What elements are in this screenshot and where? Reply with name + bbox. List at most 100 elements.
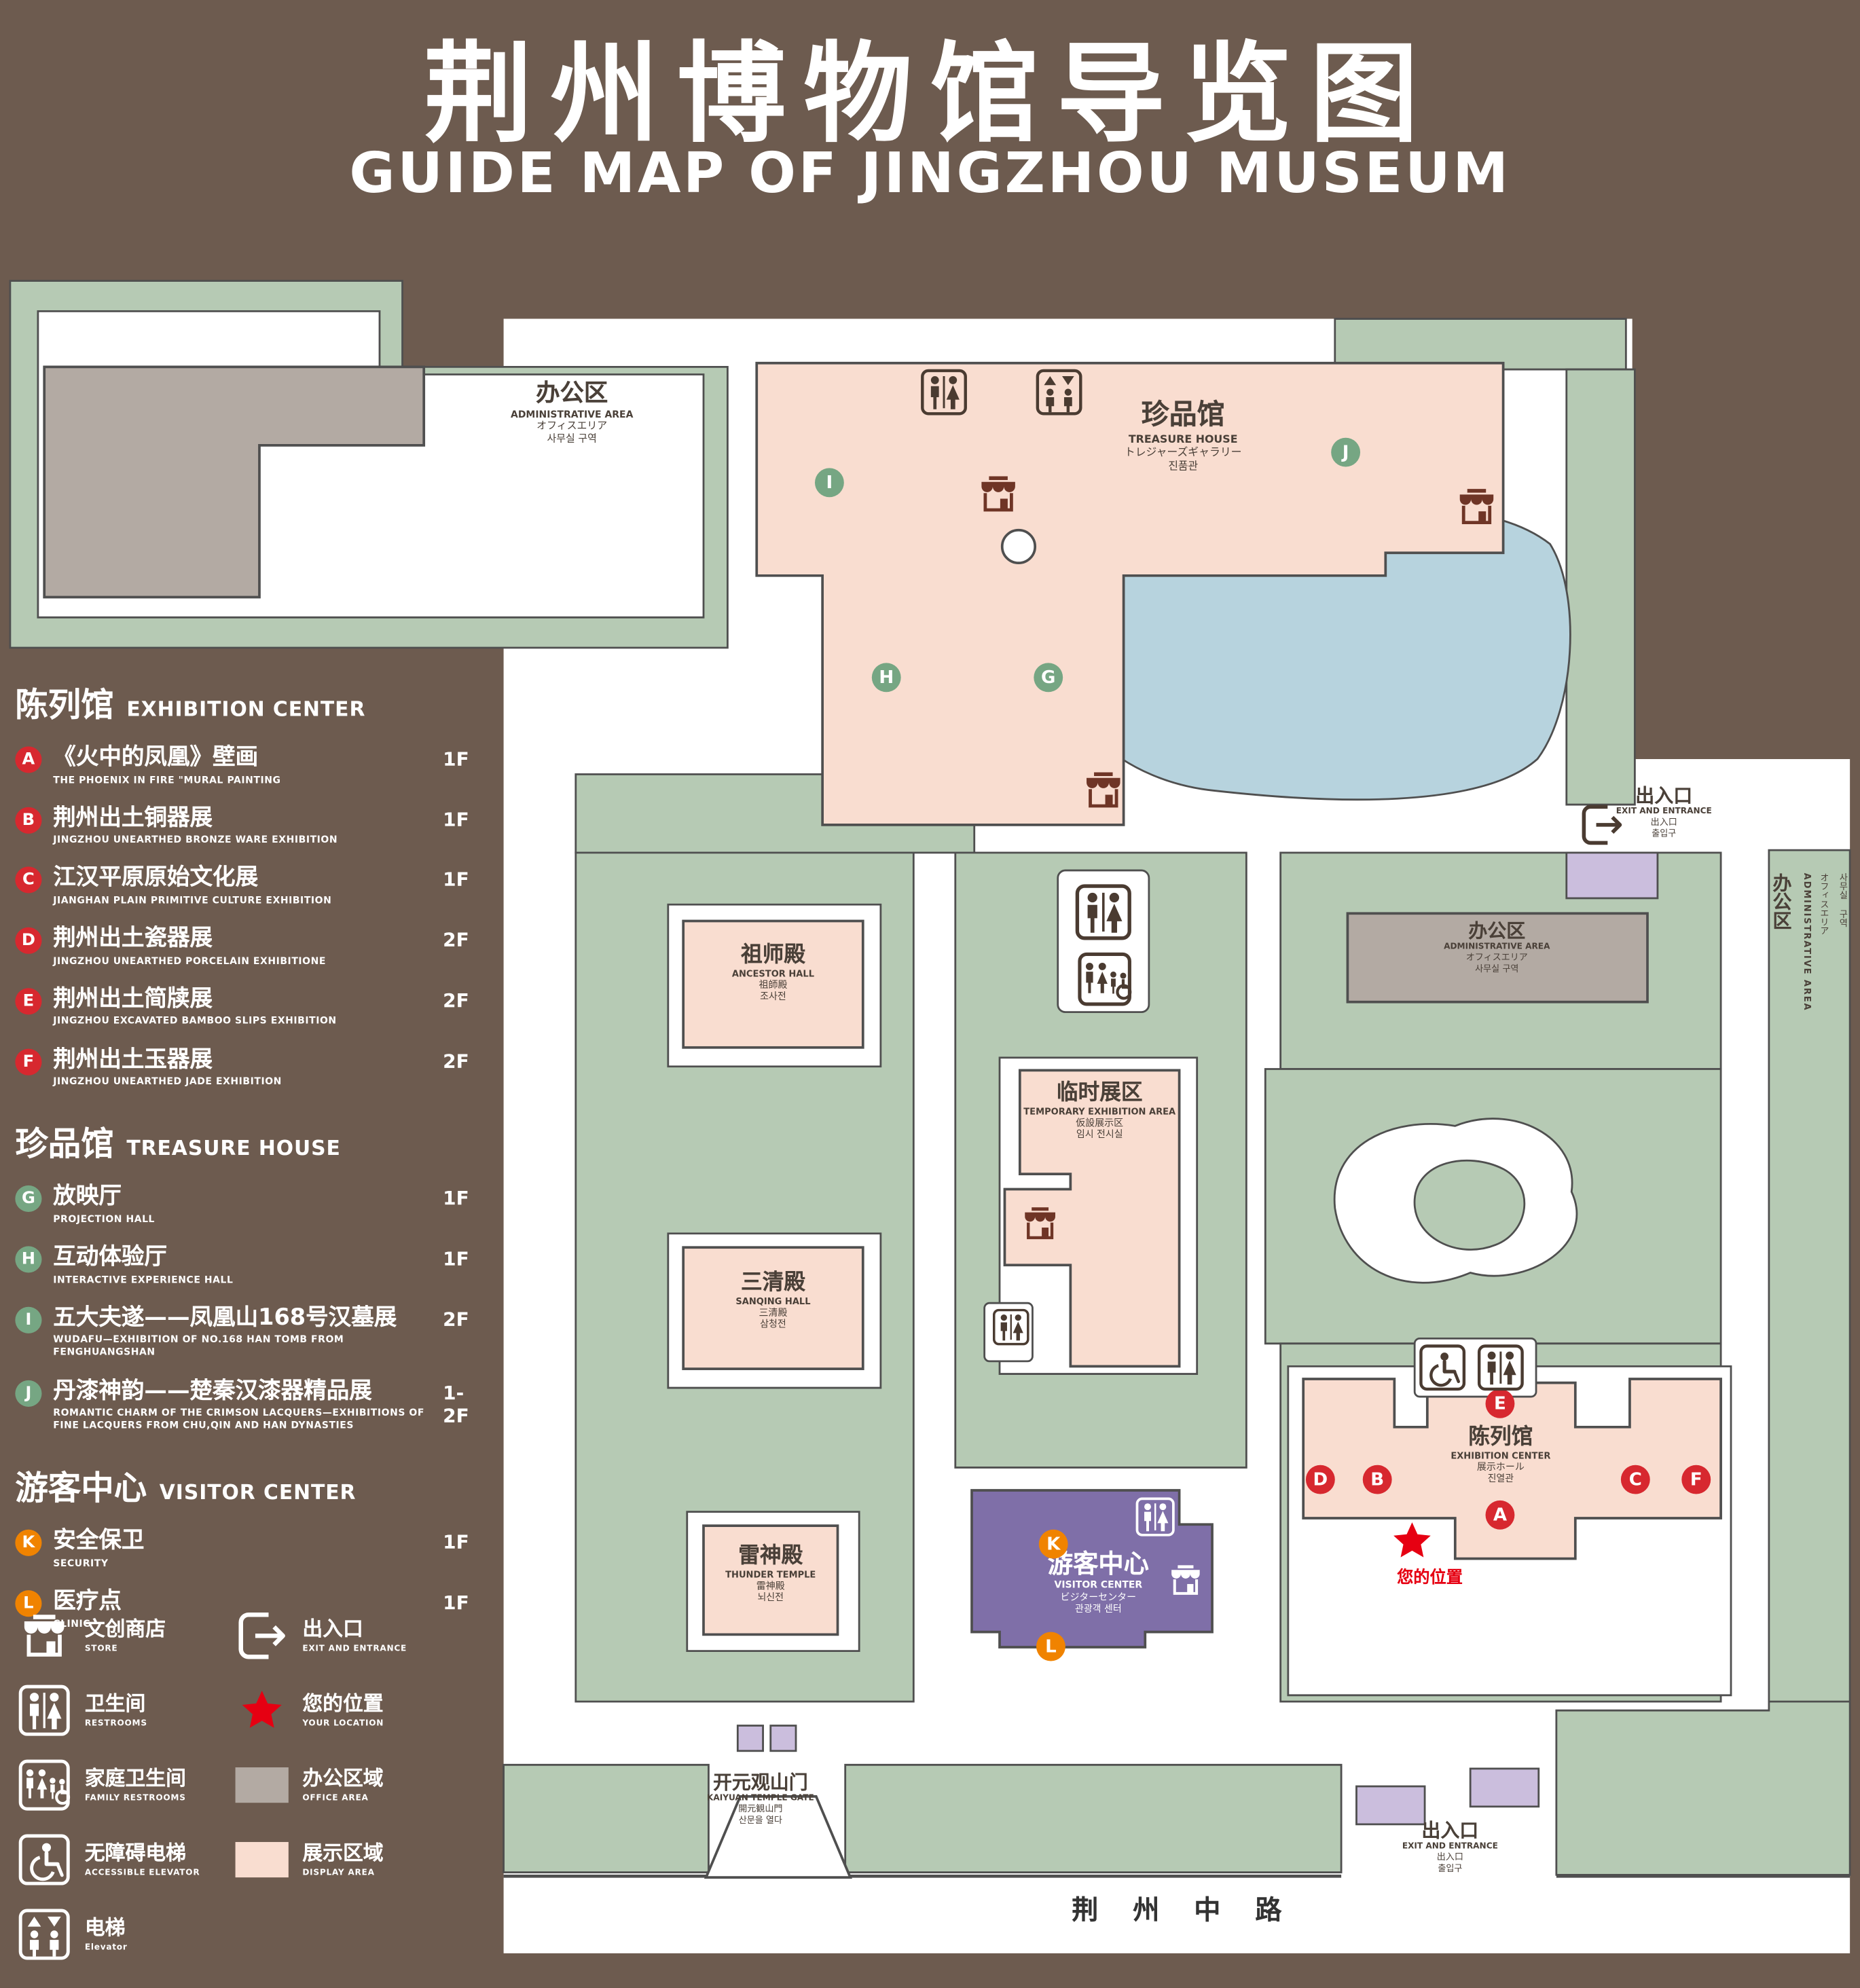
page-subtitle: GUIDE MAP OF JINGZHOU MUSEUM bbox=[349, 141, 1511, 206]
your-location-star-icon bbox=[236, 1684, 289, 1737]
marker-K: K bbox=[15, 1530, 42, 1557]
map-marker-B: B bbox=[1362, 1465, 1392, 1494]
building-sanqing-hall bbox=[682, 1246, 864, 1370]
list-item-K: K 安全保卫 SECURITY 1F bbox=[15, 1528, 488, 1570]
item-zh: 荆州出土简牍展 bbox=[53, 985, 213, 1012]
item-zh: 五大夫遂——凤凰山168号汉墓展 bbox=[53, 1304, 397, 1331]
building-admin-east bbox=[1346, 912, 1649, 1004]
map-marker-C: C bbox=[1620, 1465, 1650, 1494]
store-icon bbox=[1080, 771, 1126, 810]
item-floor: 1F bbox=[443, 868, 469, 891]
item-floor: 2F bbox=[443, 1308, 469, 1331]
map-marker-K: K bbox=[1038, 1529, 1068, 1559]
restrooms-icon bbox=[920, 368, 968, 416]
marker-J: J bbox=[15, 1380, 42, 1407]
list-item-D: D 荆州出土瓷器展 JINGZHOU UNEARTHED PORCELAIN E… bbox=[15, 925, 488, 968]
marker-B: B bbox=[15, 807, 42, 834]
item-zh: 丹漆神韵——楚秦汉漆器精品展 bbox=[53, 1377, 372, 1404]
store-icon bbox=[18, 1609, 71, 1662]
item-en: ROMANTIC CHARM OF THE CRIMSON LACQUERS—E… bbox=[53, 1407, 424, 1431]
restrooms-icon bbox=[1135, 1496, 1175, 1537]
lawn-southeast-corner bbox=[1555, 1700, 1851, 1876]
item-en: JINGZHOU EXCAVATED BAMBOO SLIPS EXHIBITI… bbox=[53, 1015, 337, 1027]
list-item-A: A 《火中的凤凰》壁画 THE PHOENIX IN FIRE "MURAL P… bbox=[15, 744, 488, 787]
marker-A: A bbox=[15, 746, 42, 773]
item-floor: 1F bbox=[443, 1187, 469, 1210]
restrooms-icon bbox=[1476, 1344, 1525, 1392]
list-item-I: I 五大夫遂——凤凰山168号汉墓展 WUDAFU—EXHIBITION OF … bbox=[15, 1304, 488, 1360]
exit-icon bbox=[236, 1609, 289, 1662]
gate-pad-south-2 bbox=[1469, 1767, 1540, 1808]
section-title-zh: 游客中心 bbox=[15, 1470, 147, 1509]
map-marker-E: E bbox=[1485, 1388, 1515, 1418]
section-title-en: EXHIBITION CENTER bbox=[126, 697, 366, 722]
item-zh: 放映厅 bbox=[53, 1183, 122, 1210]
gate-square-2 bbox=[769, 1725, 797, 1752]
item-floor: 1F bbox=[443, 1531, 469, 1554]
item-en: JIANGHAN PLAIN PRIMITIVE CULTURE EXHIBIT… bbox=[53, 894, 332, 906]
map-marker-F: F bbox=[1681, 1465, 1711, 1494]
building-ancestor-hall bbox=[682, 919, 864, 1049]
marker-L: L bbox=[15, 1590, 42, 1617]
lawn-east-of-lake bbox=[1565, 368, 1636, 806]
building-treasure-house bbox=[755, 361, 1505, 826]
lawn-east-strip bbox=[1768, 849, 1851, 1703]
marker-E: E bbox=[15, 988, 42, 1015]
exit-icon bbox=[1579, 802, 1624, 847]
marker-D: D bbox=[15, 927, 42, 955]
item-en: JINGZHOU UNEARTHED PORCELAIN EXHIBITIONE bbox=[53, 955, 326, 967]
item-zh: 荆州出土铜器展 bbox=[53, 804, 213, 831]
accessible-elevator-icon bbox=[1419, 1344, 1467, 1392]
item-zh: 安全保卫 bbox=[53, 1527, 145, 1554]
lawn-south-b bbox=[844, 1763, 1343, 1874]
list-item-L: L 医疗点 CLINIC 1F bbox=[15, 1588, 488, 1631]
map-marker-A: A bbox=[1485, 1500, 1515, 1530]
item-floor: 1-2F bbox=[443, 1380, 469, 1427]
label-admin-east-strip: 办公区 ADMINISTRATIVE AREA オフィスエリア 사무실 구역 bbox=[1770, 872, 1849, 1012]
store-icon bbox=[1020, 1206, 1061, 1241]
marker-G: G bbox=[15, 1185, 42, 1213]
map-marker-L: L bbox=[1036, 1632, 1065, 1661]
elevator-icon bbox=[18, 1908, 71, 1961]
list-item-F: F 荆州出土玉器展 JINGZHOU UNEARTHED JADE EXHIBI… bbox=[15, 1046, 488, 1088]
label-road: 荆 州 中 路 bbox=[1072, 1895, 1295, 1926]
item-floor: 1F bbox=[443, 808, 469, 831]
item-floor: 1F bbox=[443, 1591, 469, 1615]
gate-square-1 bbox=[736, 1725, 764, 1752]
section-title-en: TREASURE HOUSE bbox=[126, 1136, 341, 1161]
section-title-zh: 珍品馆 bbox=[15, 1126, 114, 1164]
gate-pad-east bbox=[1565, 851, 1659, 900]
item-en: JINGZHOU UNEARTHED BRONZE WARE EXHIBITIO… bbox=[53, 834, 338, 846]
map-marker-H: H bbox=[871, 663, 901, 693]
item-en: WUDAFU—EXHIBITION OF NO.168 HAN TOMB FRO… bbox=[53, 1333, 344, 1359]
item-zh: 江汉平原原始文化展 bbox=[53, 864, 259, 891]
item-zh: 荆州出土瓷器展 bbox=[53, 925, 213, 952]
list-item-H: H 互动体验厅 INTERACTIVE EXPERIENCE HALL 1F bbox=[15, 1244, 488, 1287]
item-floor: 2F bbox=[443, 928, 469, 952]
map-marker-I: I bbox=[814, 468, 844, 498]
section-treasure-house: 珍品馆 TREASURE HOUSE bbox=[15, 1119, 488, 1166]
building-exhibition-center bbox=[1302, 1378, 1722, 1560]
page-title: 荆州博物馆导览图 bbox=[424, 31, 1436, 158]
list-item-C: C 江汉平原原始文化展 JIANGHAN PLAIN PRIMITIVE CUL… bbox=[15, 864, 488, 907]
legend-panel: 陈列馆 EXHIBITION CENTER A 《火中的凤凰》壁画 THE PH… bbox=[15, 680, 488, 1649]
office-area-swatch bbox=[235, 1759, 289, 1811]
store-icon bbox=[976, 475, 1021, 514]
item-floor: 1F bbox=[443, 748, 469, 771]
item-floor: 2F bbox=[443, 1049, 469, 1073]
item-floor: 1F bbox=[443, 1247, 469, 1270]
